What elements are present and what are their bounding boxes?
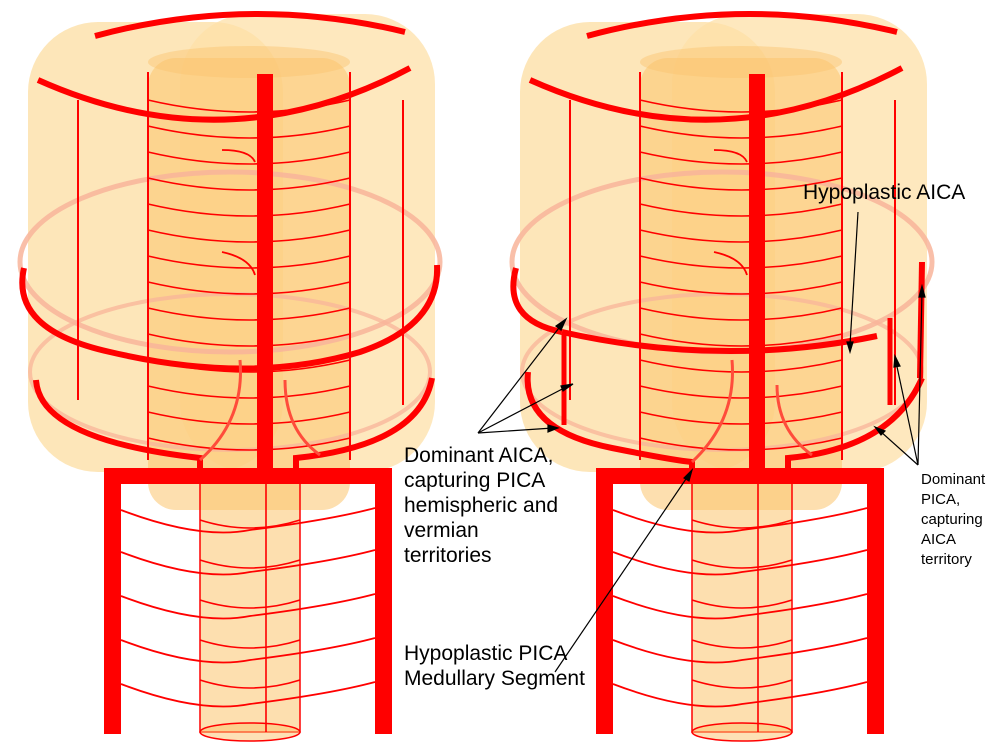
right-dominant-aica: [510, 267, 563, 335]
hypoplastic-pica-label: Hypoplastic PICA Medullary Segment: [404, 642, 585, 690]
left-pica-ring: [33, 379, 203, 478]
left-pica-ring-right: [293, 377, 435, 478]
dominant-pica-label: Dominant PICA, capturing AICA territory: [921, 471, 986, 568]
right-panel: [512, 14, 932, 741]
annotation-pointers: [477, 211, 926, 673]
left-aica-ring: [19, 264, 441, 372]
dominant-aica-label: Dominant AICA, capturing PICA hemispheri…: [404, 444, 559, 567]
hypoplastic-aica-label: Hypoplastic AICA: [803, 181, 966, 204]
left-panel: [20, 14, 440, 741]
